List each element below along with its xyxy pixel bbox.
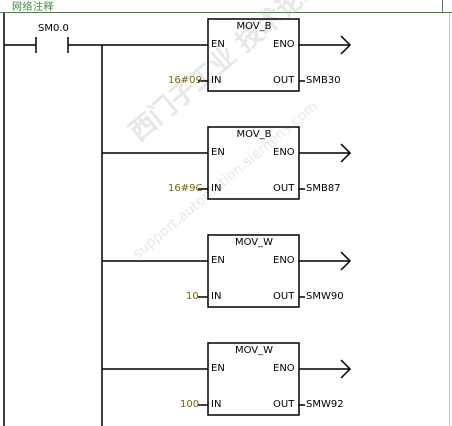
comment-underline — [0, 12, 452, 13]
box-title: MOV_W — [234, 237, 274, 248]
en-pin-label: EN — [211, 363, 225, 374]
in-operand[interactable]: 100 — [180, 399, 200, 410]
contact-label: SM0.0 — [38, 23, 69, 34]
in-pin-label: IN — [211, 183, 222, 194]
box-title: MOV_B — [236, 21, 272, 32]
in-operand[interactable]: 16#9C — [168, 183, 203, 194]
in-pin-label: IN — [211, 399, 222, 410]
out-pin-label: OUT — [273, 183, 295, 194]
en-pin-label: EN — [211, 39, 225, 50]
en-pin-label: EN — [211, 255, 225, 266]
in-pin-label: IN — [211, 75, 222, 86]
out-operand[interactable]: SMW90 — [306, 291, 344, 302]
eno-pin-label: ENO — [273, 39, 295, 50]
box-title: MOV_W — [234, 345, 274, 356]
out-operand[interactable]: SMW92 — [306, 399, 344, 410]
eno-pin-label: ENO — [273, 147, 295, 158]
out-pin-label: OUT — [273, 75, 295, 86]
editor-right-edge — [449, 13, 450, 426]
out-pin-label: OUT — [273, 291, 295, 302]
eno-pin-label: ENO — [273, 255, 295, 266]
en-pin-label: EN — [211, 147, 225, 158]
in-operand[interactable]: 10 — [186, 291, 199, 302]
out-operand[interactable]: SMB87 — [306, 183, 341, 194]
network-comment-label: 网络注释 — [12, 2, 54, 13]
box-title: MOV_B — [236, 129, 272, 140]
out-operand[interactable]: SMB30 — [306, 75, 341, 86]
network-comment-bar[interactable]: 网络注释 — [0, 0, 452, 13]
in-operand[interactable]: 16#09 — [168, 75, 202, 86]
out-pin-label: OUT — [273, 399, 295, 410]
eno-pin-label: ENO — [273, 363, 295, 374]
comment-end-divider — [442, 0, 443, 13]
in-pin-label: IN — [211, 291, 222, 302]
